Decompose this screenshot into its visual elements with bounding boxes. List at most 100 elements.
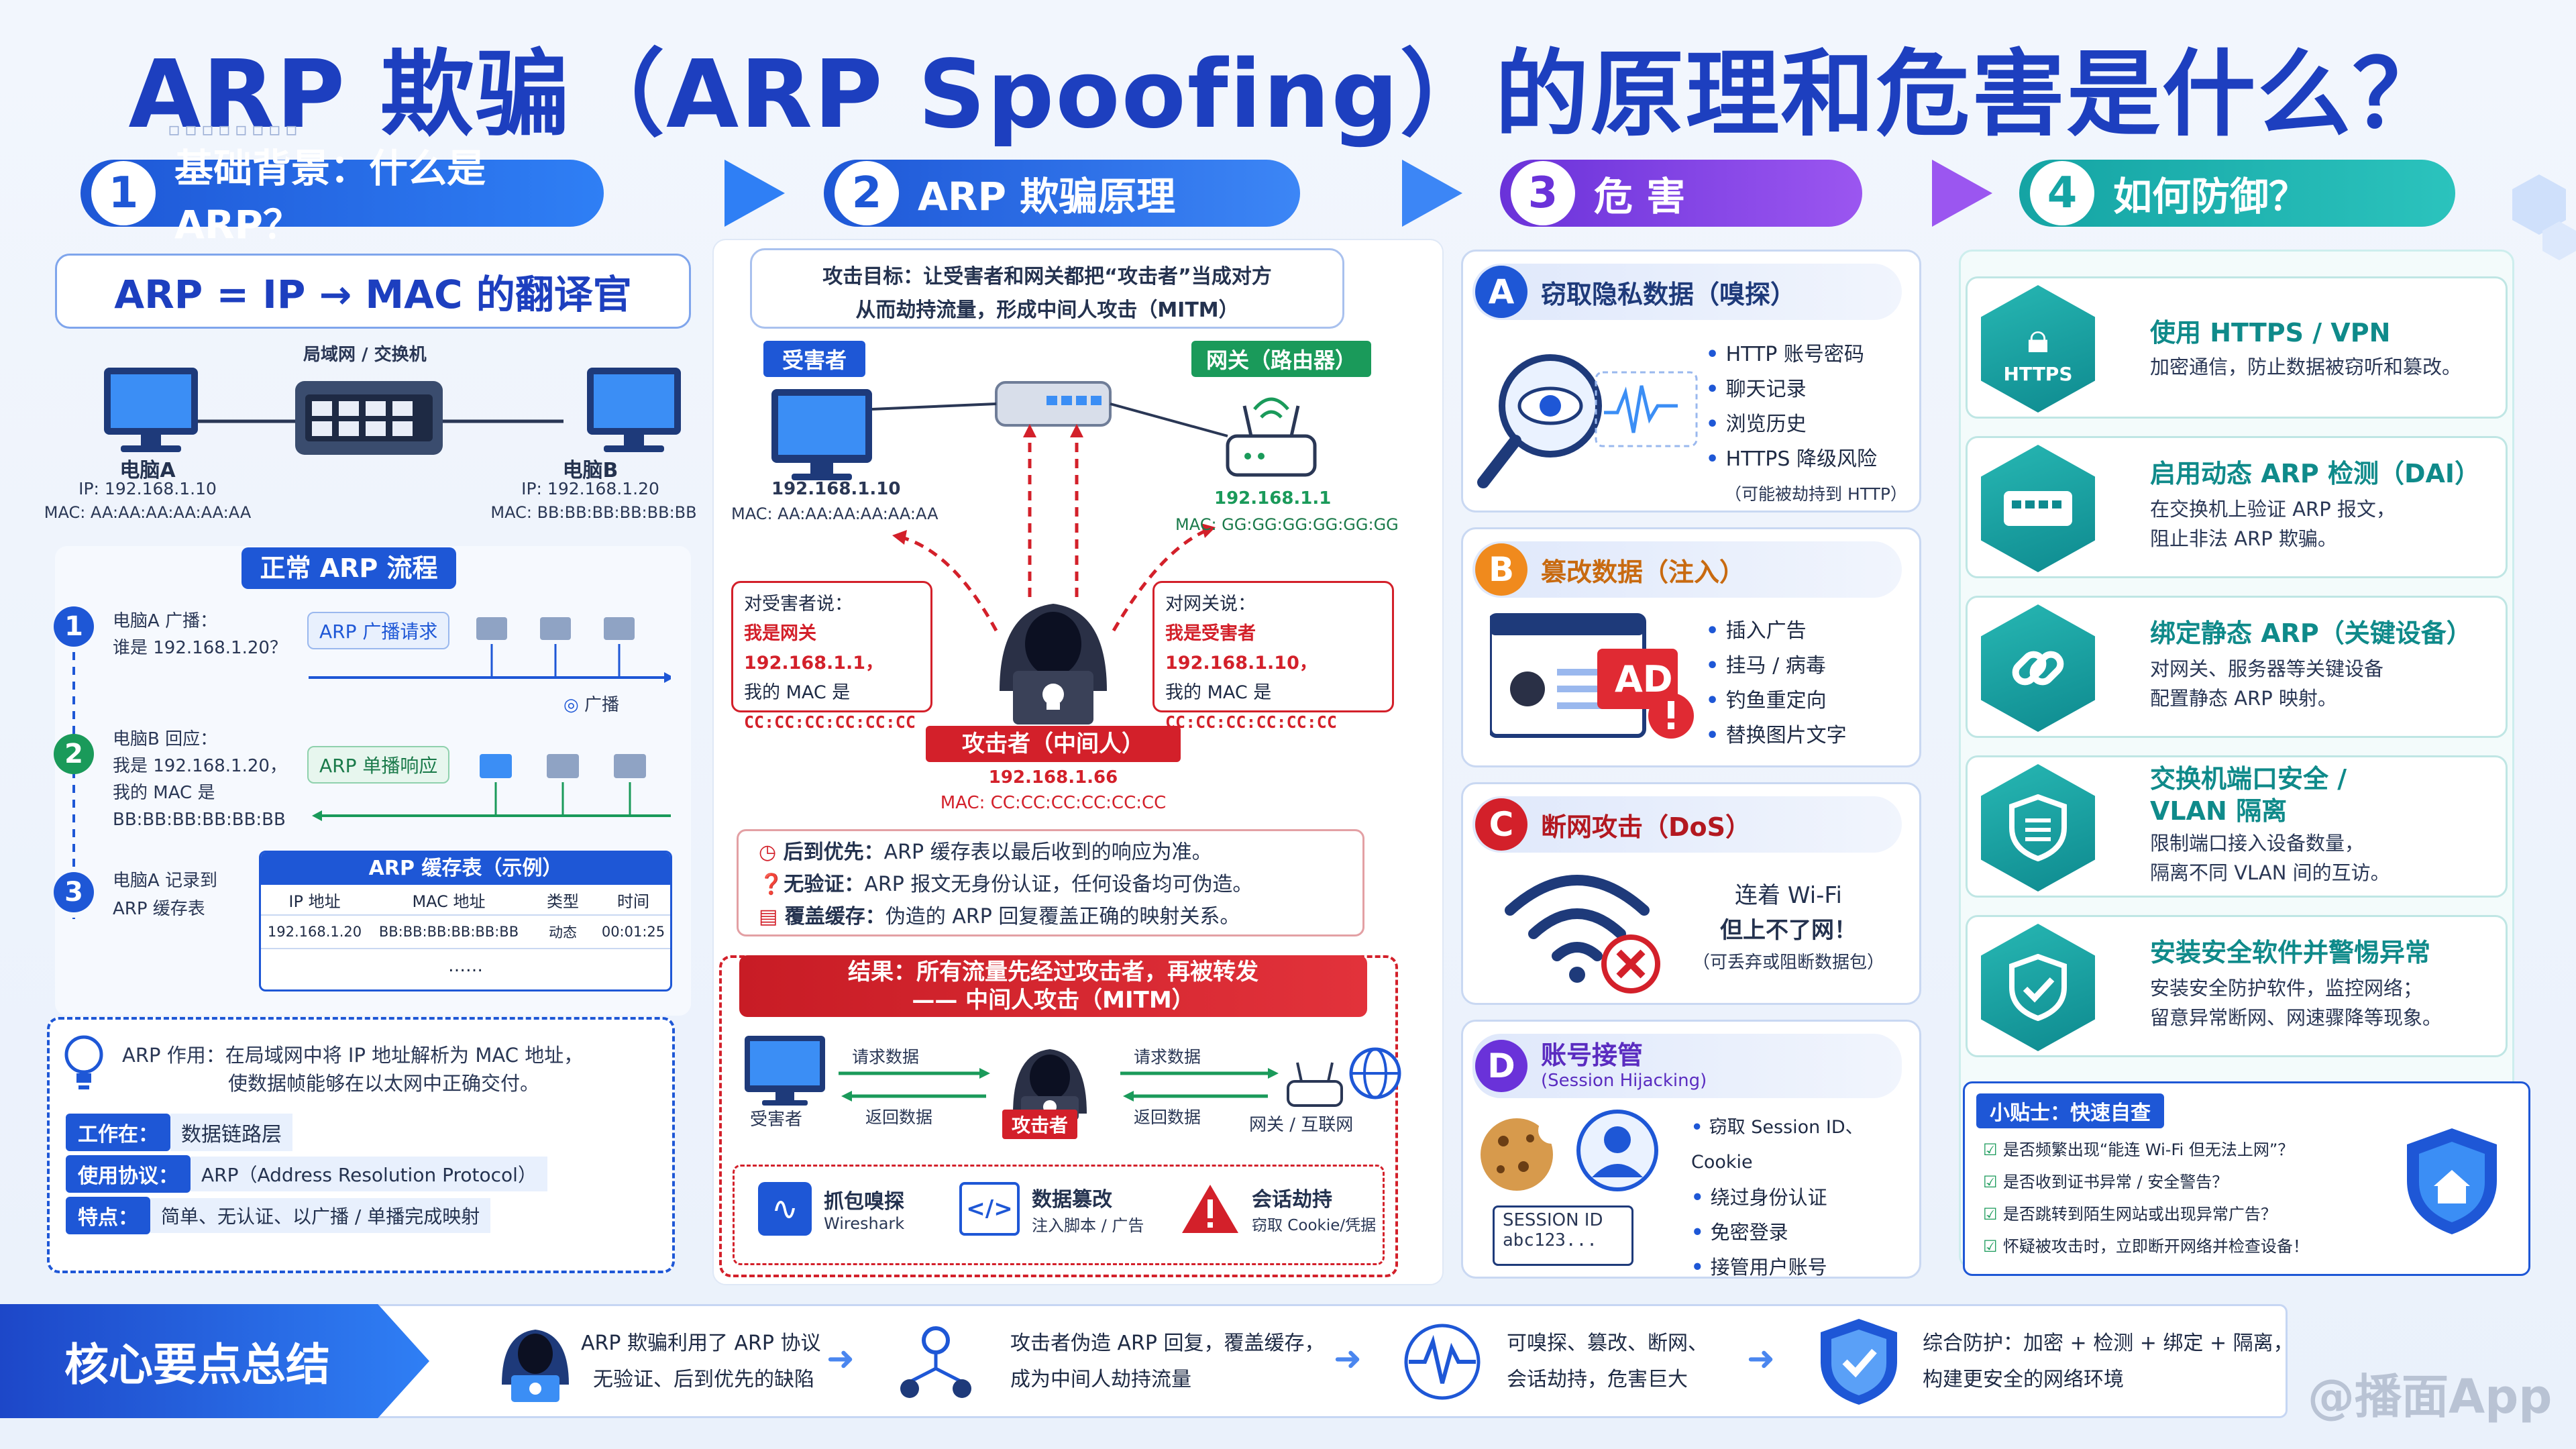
waveform-icon: ∿ xyxy=(758,1182,812,1236)
defense-desc: 限制端口接入设备数量， xyxy=(2150,832,2365,855)
question-icon: ❓ xyxy=(759,873,784,896)
pc-a-info: 电脑A xyxy=(119,459,176,482)
return-label: 返回数据 xyxy=(1134,1108,1201,1127)
defense-title: 启用动态 ARP 检测（DAI） xyxy=(2150,459,2481,488)
defense-title: 安装安全软件并警惕异常 xyxy=(2150,938,2431,967)
step-label: ARP 欺骗原理 xyxy=(918,174,1176,219)
harm-a-note: （可能被劫持到 HTTP） xyxy=(1725,484,1907,504)
code-window-icon: </> xyxy=(959,1182,1020,1236)
defense-desc: 加密通信，防止数据被窃听和篡改。 xyxy=(2150,356,2462,378)
computer-icon xyxy=(104,368,198,452)
computer-icon xyxy=(771,389,872,480)
arrow-right-icon xyxy=(1402,160,1462,227)
gateway-ip: 192.168.1.1 xyxy=(1214,488,1332,508)
arrow-right-icon: ➜ xyxy=(1334,1339,1362,1378)
request-label: 请求数据 xyxy=(852,1047,920,1067)
shield-check-icon xyxy=(1821,1319,1897,1405)
shield-check-icon xyxy=(1981,924,2095,1051)
tool-tamper: </> 数据篡改注入脚本 / 广告 xyxy=(959,1182,1144,1236)
attacker-ip: 192.168.1.66 xyxy=(988,767,1118,788)
defense-card-https: 🔒︎HTTPS 使用 HTTPS / VPN 加密通信，防止数据被窃听和篡改。 xyxy=(1966,276,2508,419)
defense-desc: 配置静态 ARP 映射。 xyxy=(2150,687,2337,710)
magnifier-eye-icon xyxy=(1477,354,1698,488)
gateway-tag: 网关（路由器） xyxy=(1191,341,1372,377)
summary-item-3: 可嗅探、篡改、断网、会话劫持，危害巨大 xyxy=(1507,1332,1708,1391)
page-title: ARP 欺骗（ARP Spoofing）的原理和危害是什么？ xyxy=(128,40,2448,150)
tool-row xyxy=(733,1165,1385,1265)
principle-points: ◷ 后到优先：ARP 缓存表以最后收到的响应为准。 ❓无验证：ARP 报文无身份… xyxy=(737,829,1364,936)
attacker-mac: MAC: CC:CC:CC:CC:CC:CC xyxy=(940,793,1167,813)
switch-icon xyxy=(995,381,1112,427)
step-number: 4 xyxy=(2030,161,2094,225)
harm-a-list: HTTP 账号密码 聊天记录 浏览历史 HTTPS 降级风险 xyxy=(1706,337,1877,477)
layer-row: 工作在：数据链路层 xyxy=(66,1114,292,1151)
tool-hijack: 会话劫持窃取 Cookie/凭据 xyxy=(1181,1182,1376,1236)
pc-b-ip: IP: 192.168.1.20 xyxy=(521,479,659,498)
pulse-icon xyxy=(1404,1324,1481,1400)
pc-b-info: 电脑B xyxy=(562,459,619,482)
network-people-icon xyxy=(900,1326,971,1398)
protocol-row: 使用协议：ARP（Address Resolution Protocol） xyxy=(66,1155,547,1193)
defense-desc: 安装安全防护软件，监控网络； xyxy=(2150,977,2423,1000)
globe-icon xyxy=(1349,1047,1401,1099)
list-item: ☑ 是否频繁出现“能连 Wi-Fi 但无法上网”？ xyxy=(1983,1140,2294,1159)
attacker-tag: 攻击者（中间人） xyxy=(926,726,1181,762)
harm-c-text: 连着 Wi-Fi 但上不了网！ （可丢弃或阻断数据包） xyxy=(1692,882,1884,973)
return-label: 返回数据 xyxy=(865,1108,933,1127)
hacker-laptop-icon xyxy=(502,1330,569,1402)
cache-title: ARP 缓存表（示例） xyxy=(261,853,670,885)
pc-a-ip: IP: 192.168.1.10 xyxy=(78,479,217,498)
tips-title: 小贴士：快速自查 xyxy=(1976,1093,2164,1128)
summary-title: 核心要点总结 xyxy=(0,1304,429,1418)
arp-cache-table: ARP 缓存表（示例） IP 地址 MAC 地址 类型 时间 192.168.1… xyxy=(259,851,672,991)
mitm-flow-diagram xyxy=(745,1036,1401,1120)
hexagon-decoration-icon xyxy=(2512,174,2576,260)
harm-d-list: 窃取 Session ID、Cookie 绕过身份认证 免密登录 接管用户账号 xyxy=(1691,1110,1919,1285)
harm-b-list: 插入广告 挂马 / 病毒 钓鱼重定向 替换图片文字 xyxy=(1706,614,1847,753)
broadcast-diagram xyxy=(309,617,671,683)
attack-goal-box: 攻击目标：让受害者和网关都把“攻击者”当成对方 从而劫持流量，形成中间人攻击（M… xyxy=(750,248,1344,329)
step-number: 3 xyxy=(1511,161,1575,225)
speech-bubble-right: 对网关说： 我是受害者 192.168.1.10， 我的 MAC 是 CC:CC… xyxy=(1152,581,1394,732)
formula-text: ARP = IP → MAC 的翻译官 xyxy=(114,272,632,317)
computer-icon xyxy=(745,1036,825,1106)
arp-broadcast-tag: ARP 广播请求 xyxy=(307,612,450,649)
flow-step-number: 3 xyxy=(54,872,94,912)
check-icon: ☑ xyxy=(1983,1173,2003,1191)
arrow-right-icon: ➜ xyxy=(1747,1339,1775,1378)
result-banner: 结果：所有流量先经过攻击者，再被转发 —— 中间人攻击（MITM） xyxy=(739,955,1367,1017)
defense-desc: 对网关、服务器等关键设备 xyxy=(2150,657,2384,680)
flow-connector xyxy=(72,637,75,919)
defense-desc: 在交换机上验证 ARP 报文， xyxy=(2150,498,2396,521)
step-4-header: 4 如何防御？ xyxy=(2019,160,2455,227)
warning-icon xyxy=(1182,1185,1238,1233)
hacker-icon xyxy=(1000,604,1107,724)
lock-https-icon: 🔒︎HTTPS xyxy=(1981,285,2095,413)
request-label: 请求数据 xyxy=(1134,1047,1201,1067)
spoof-topology xyxy=(771,381,1317,724)
shield-list-icon xyxy=(1981,764,2095,892)
speech-bubble-left: 对受害者说： 我是网关 192.168.1.1， 我的 MAC 是 CC:CC:… xyxy=(731,581,932,732)
step-2-header: 2 ARP 欺骗原理 xyxy=(824,160,1300,227)
defense-desc: 阻止非法 ARP 欺骗。 xyxy=(2150,527,2337,550)
arp-info-text: ARP 作用：在局域网中将 IP 地址解析为 MAC 地址，使数据帧能够在以太网… xyxy=(122,1044,584,1095)
session-box: SESSION ID abc123... xyxy=(1493,1205,1633,1266)
wifi-blocked-icon xyxy=(1505,875,1660,994)
step-label: 危 害 xyxy=(1594,174,1686,219)
list-item: ☑ 是否跳转到陌生网站或出现异常广告？ xyxy=(1983,1205,2277,1224)
step-number: 2 xyxy=(835,161,899,225)
cookie-user-icon xyxy=(1481,1110,1658,1191)
defense-title: 交换机端口安全 /VLAN 隔离 xyxy=(2150,764,2347,826)
check-icon: ☑ xyxy=(1983,1205,2003,1224)
pc-b-mac: MAC: BB:BB:BB:BB:BB:BB xyxy=(490,503,697,522)
defense-title: 绑定静态 ARP（关键设备） xyxy=(2150,619,2472,648)
cache-header-row: IP 地址 MAC 地址 类型 时间 xyxy=(261,885,670,916)
step-label: 基础背景：什么是 ARP？ xyxy=(174,146,486,248)
formula-box: ARP = IP → MAC 的翻译官 xyxy=(55,254,691,329)
mitm-gateway-label: 网关 / 互联网 xyxy=(1249,1115,1354,1135)
